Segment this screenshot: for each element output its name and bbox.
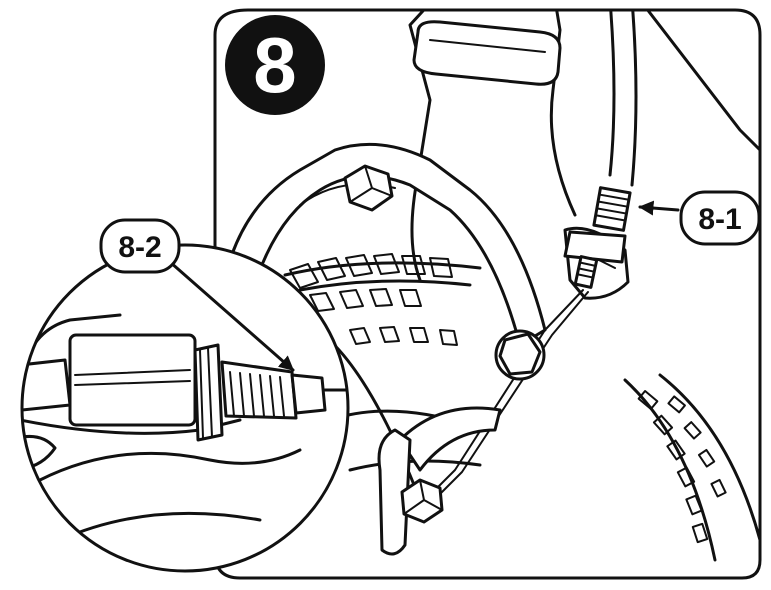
- rear-tire: [623, 373, 760, 562]
- zoom-detail: [22, 313, 348, 542]
- callout-8-2-label: 8-2: [118, 231, 161, 264]
- frame-tube: [408, 10, 760, 282]
- brake-cable: [377, 289, 589, 556]
- step-number: 8: [253, 21, 296, 109]
- barrel-adjuster: [563, 10, 638, 289]
- callout-8-1: 8-1: [638, 190, 761, 246]
- zoom-inset: [20, 243, 350, 573]
- step-badge: 8: [225, 15, 325, 115]
- main-panel: 8: [213, 8, 762, 580]
- callout-8-2: 8-2: [99, 218, 295, 372]
- mounting-bolt: [343, 164, 394, 212]
- callout-8-1-label: 8-1: [698, 203, 741, 236]
